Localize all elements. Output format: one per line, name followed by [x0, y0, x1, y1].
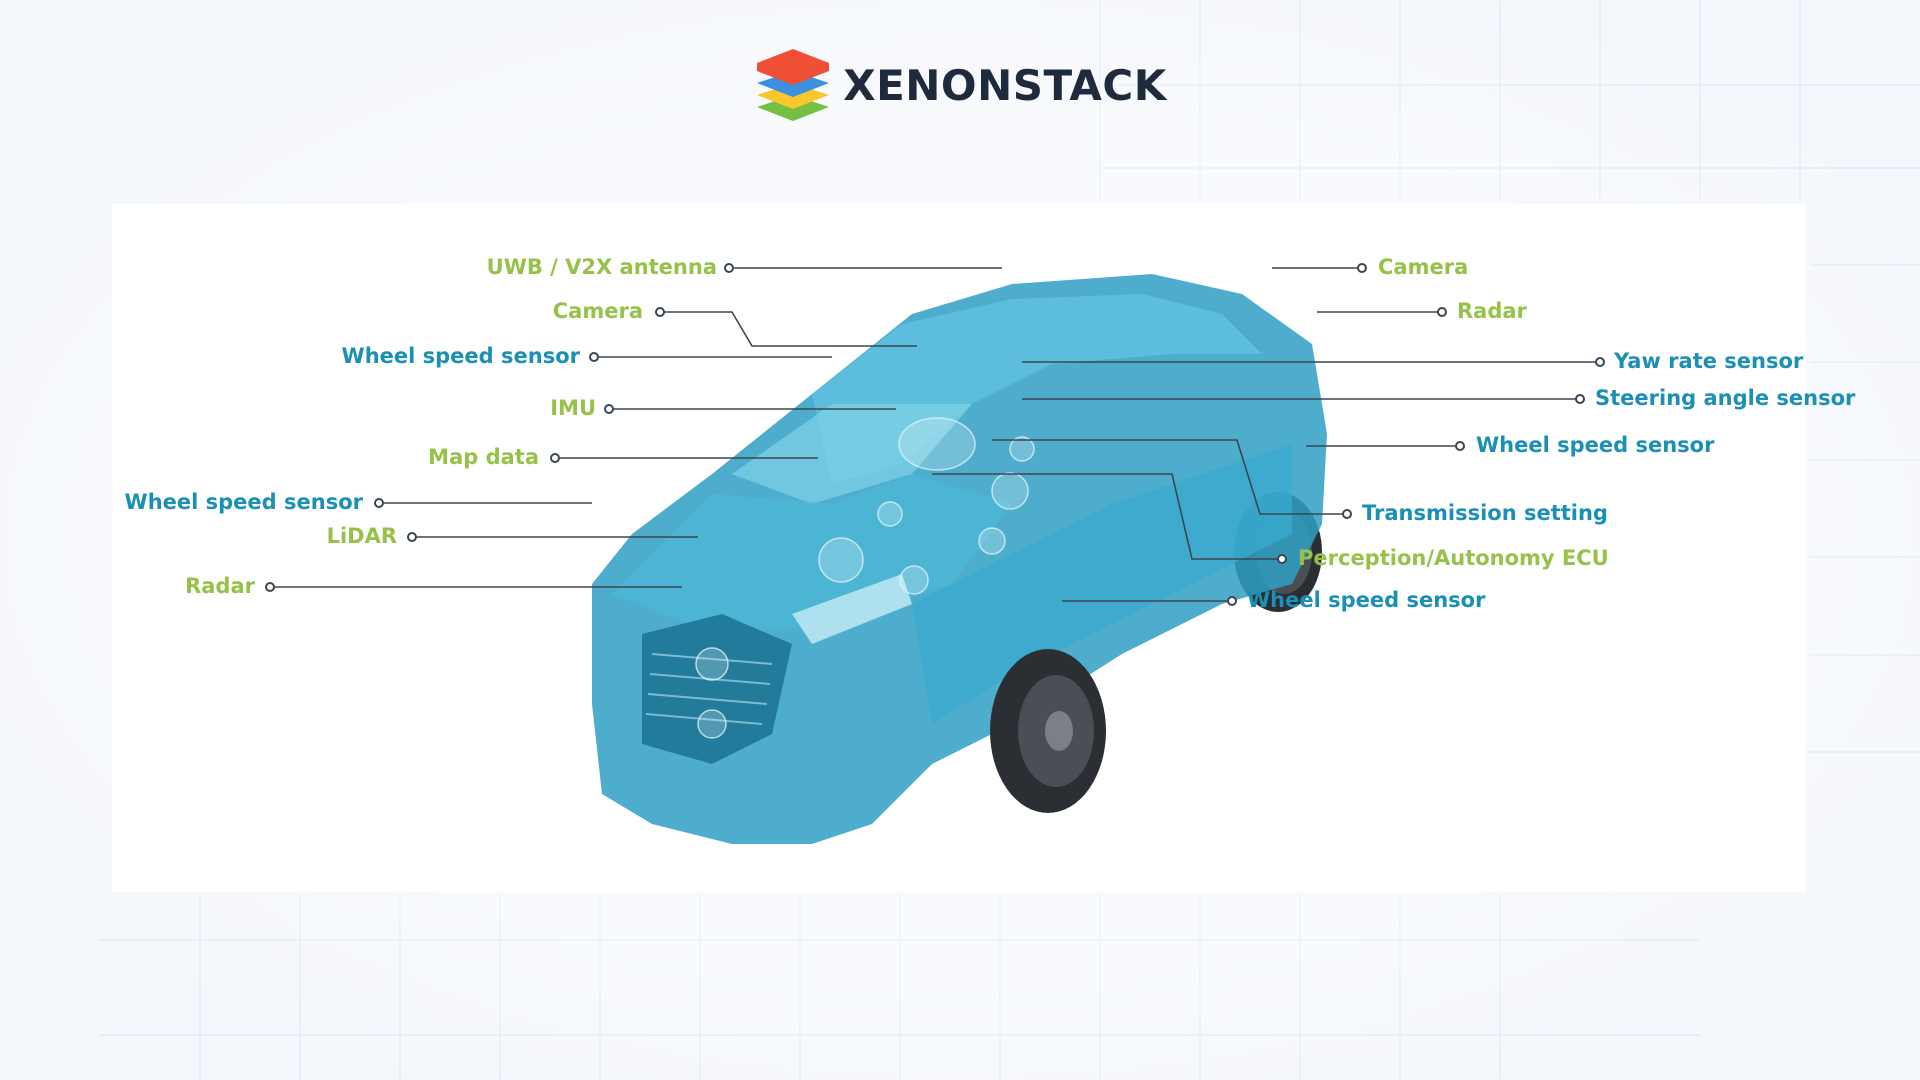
leader-dot: [604, 404, 614, 414]
xenonstack-logo-icon: [757, 49, 830, 121]
label-left-4: Map data: [428, 445, 539, 469]
label-right-2: Yaw rate sensor: [1614, 349, 1804, 373]
leader-lines: [265, 263, 1605, 606]
leader-dot: [550, 453, 560, 463]
label-right-6: Perception/Autonomy ECU: [1298, 546, 1609, 570]
leader-dot: [374, 498, 384, 508]
leader-dot: [1455, 441, 1465, 451]
leader-dot: [1227, 596, 1237, 606]
header: XENONSTACK: [0, 40, 1920, 130]
label-right-1: Radar: [1457, 299, 1527, 323]
leader-dot: [724, 263, 734, 273]
label-left-0: UWB / V2X antenna: [486, 255, 717, 279]
leader-dot: [1277, 554, 1287, 564]
leader-dot: [1357, 263, 1367, 273]
label-left-2: Wheel speed sensor: [341, 344, 580, 368]
leader-dot: [655, 307, 665, 317]
leader-line: [932, 473, 1282, 560]
leader-dot: [265, 582, 275, 592]
leader-dot: [1595, 357, 1605, 367]
leader-line: [660, 311, 917, 347]
leader-line: [992, 439, 1347, 515]
label-left-3: IMU: [550, 396, 596, 420]
label-left-7: Radar: [185, 574, 255, 598]
label-right-4: Wheel speed sensor: [1476, 433, 1715, 457]
label-left-5: Wheel speed sensor: [124, 490, 363, 514]
car-sensor-diagram: [265, 263, 1605, 844]
label-left-6: LiDAR: [326, 524, 397, 548]
leader-dot: [1437, 307, 1447, 317]
leader-dot: [589, 352, 599, 362]
label-left-1: Camera: [552, 299, 643, 323]
leader-dot: [1575, 394, 1585, 404]
brand-name: XENONSTACK: [843, 60, 1167, 110]
label-right-5: Transmission setting: [1362, 501, 1608, 525]
label-right-7: Wheel speed sensor: [1247, 588, 1486, 612]
label-right-0: Camera: [1378, 255, 1469, 279]
label-right-3: Steering angle sensor: [1595, 386, 1856, 410]
leader-dot: [1342, 509, 1352, 519]
car-illustration: [592, 274, 1327, 844]
leader-dot: [407, 532, 417, 542]
